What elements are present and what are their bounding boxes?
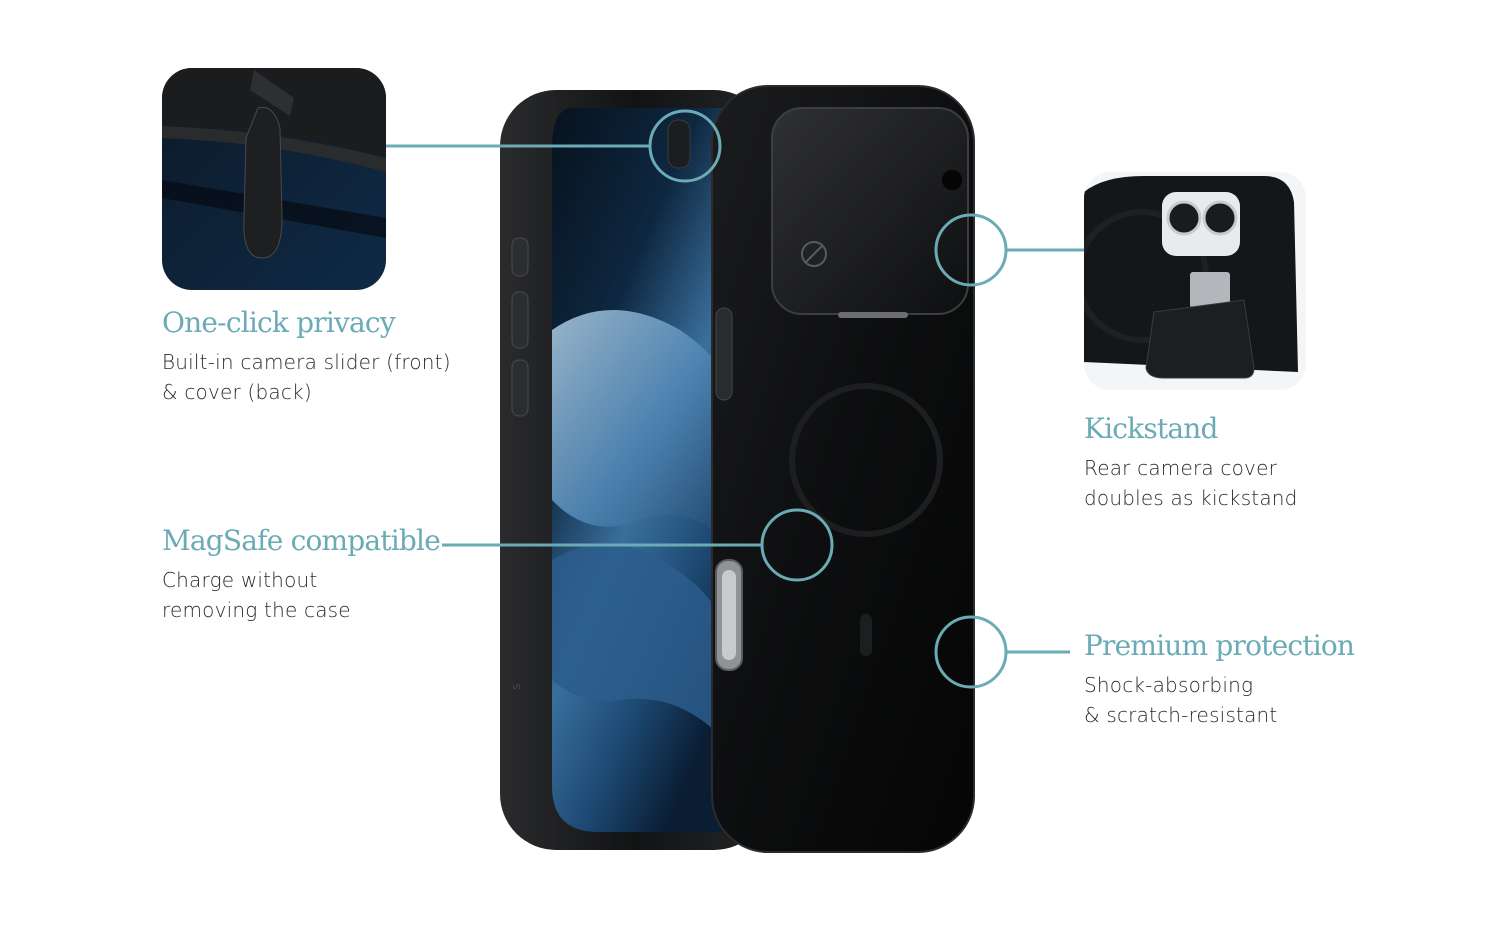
front-phone-case: S xyxy=(500,90,770,850)
front-camera-slider xyxy=(667,119,691,169)
callout-circle-kickstand xyxy=(934,213,1008,287)
feature-kickstand-line2: doubles as kickstand xyxy=(1084,486,1298,510)
feature-privacy-title: One-click privacy xyxy=(162,306,396,339)
logo-icon xyxy=(801,241,827,267)
wallpaper-wave xyxy=(552,310,740,560)
magsafe-alignment-mark xyxy=(860,614,872,656)
side-button xyxy=(715,307,733,401)
feature-magsafe-line2: removing the case xyxy=(162,598,351,622)
lens-1-icon xyxy=(1166,200,1202,236)
volume-down-button xyxy=(511,359,529,417)
callout-circle-privacy xyxy=(648,109,722,183)
feature-kickstand: Kickstand Rear camera cover doubles as k… xyxy=(1084,412,1298,513)
callout-circle-magsafe xyxy=(760,508,834,582)
feature-protection-line2: & scratch-resistant xyxy=(1084,703,1278,727)
callouts xyxy=(386,109,1084,689)
kickstand-cover xyxy=(1145,299,1255,379)
brand-mark: S xyxy=(512,681,523,690)
rear-camera-cover xyxy=(771,107,969,315)
feature-magsafe-line1: Charge without xyxy=(162,568,318,592)
feature-privacy-line2: & cover (back) xyxy=(162,380,312,404)
feature-privacy-desc: Built-in camera slider (front) & cover (… xyxy=(162,347,451,407)
flash-hole xyxy=(942,170,962,190)
feature-kickstand-title: Kickstand xyxy=(1084,412,1218,445)
lens-2-icon xyxy=(1202,200,1238,236)
feature-magsafe-desc: Charge without removing the case xyxy=(162,565,440,625)
volume-up-button xyxy=(511,291,529,349)
kickstand-closeup-image xyxy=(1084,172,1306,390)
action-button xyxy=(511,237,529,277)
magsafe-ring xyxy=(789,383,943,537)
slider-tab xyxy=(243,106,283,259)
feature-protection-line1: Shock-absorbing xyxy=(1084,673,1254,697)
hinge xyxy=(1190,272,1230,308)
slider-closeup-image xyxy=(162,68,386,290)
feature-privacy-line1: Built-in camera slider (front) xyxy=(162,350,451,374)
feature-protection-desc: Shock-absorbing & scratch-resistant xyxy=(1084,670,1354,730)
feature-protection-title: Premium protection xyxy=(1084,629,1355,662)
feature-protection: Premium protection Shock-absorbing & scr… xyxy=(1084,629,1355,730)
feature-kickstand-line1: Rear camera cover xyxy=(1084,456,1278,480)
feature-magsafe-title: MagSafe compatible xyxy=(162,524,441,557)
feature-privacy: One-click privacy Built-in camera slider… xyxy=(162,306,451,407)
feature-magsafe: MagSafe compatible Charge without removi… xyxy=(162,524,441,625)
back-phone-case xyxy=(711,85,975,853)
callout-circle-protection xyxy=(934,615,1008,689)
feature-kickstand-desc: Rear camera cover doubles as kickstand xyxy=(1084,453,1298,513)
